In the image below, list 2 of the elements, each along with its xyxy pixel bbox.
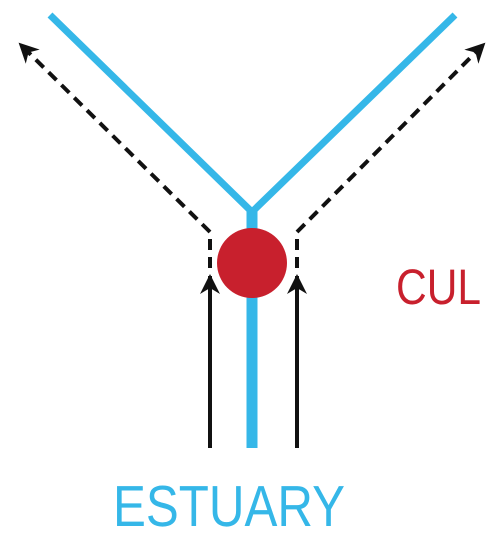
label-text: CUL — [396, 262, 482, 312]
label-text: ESTUARY — [113, 478, 345, 536]
